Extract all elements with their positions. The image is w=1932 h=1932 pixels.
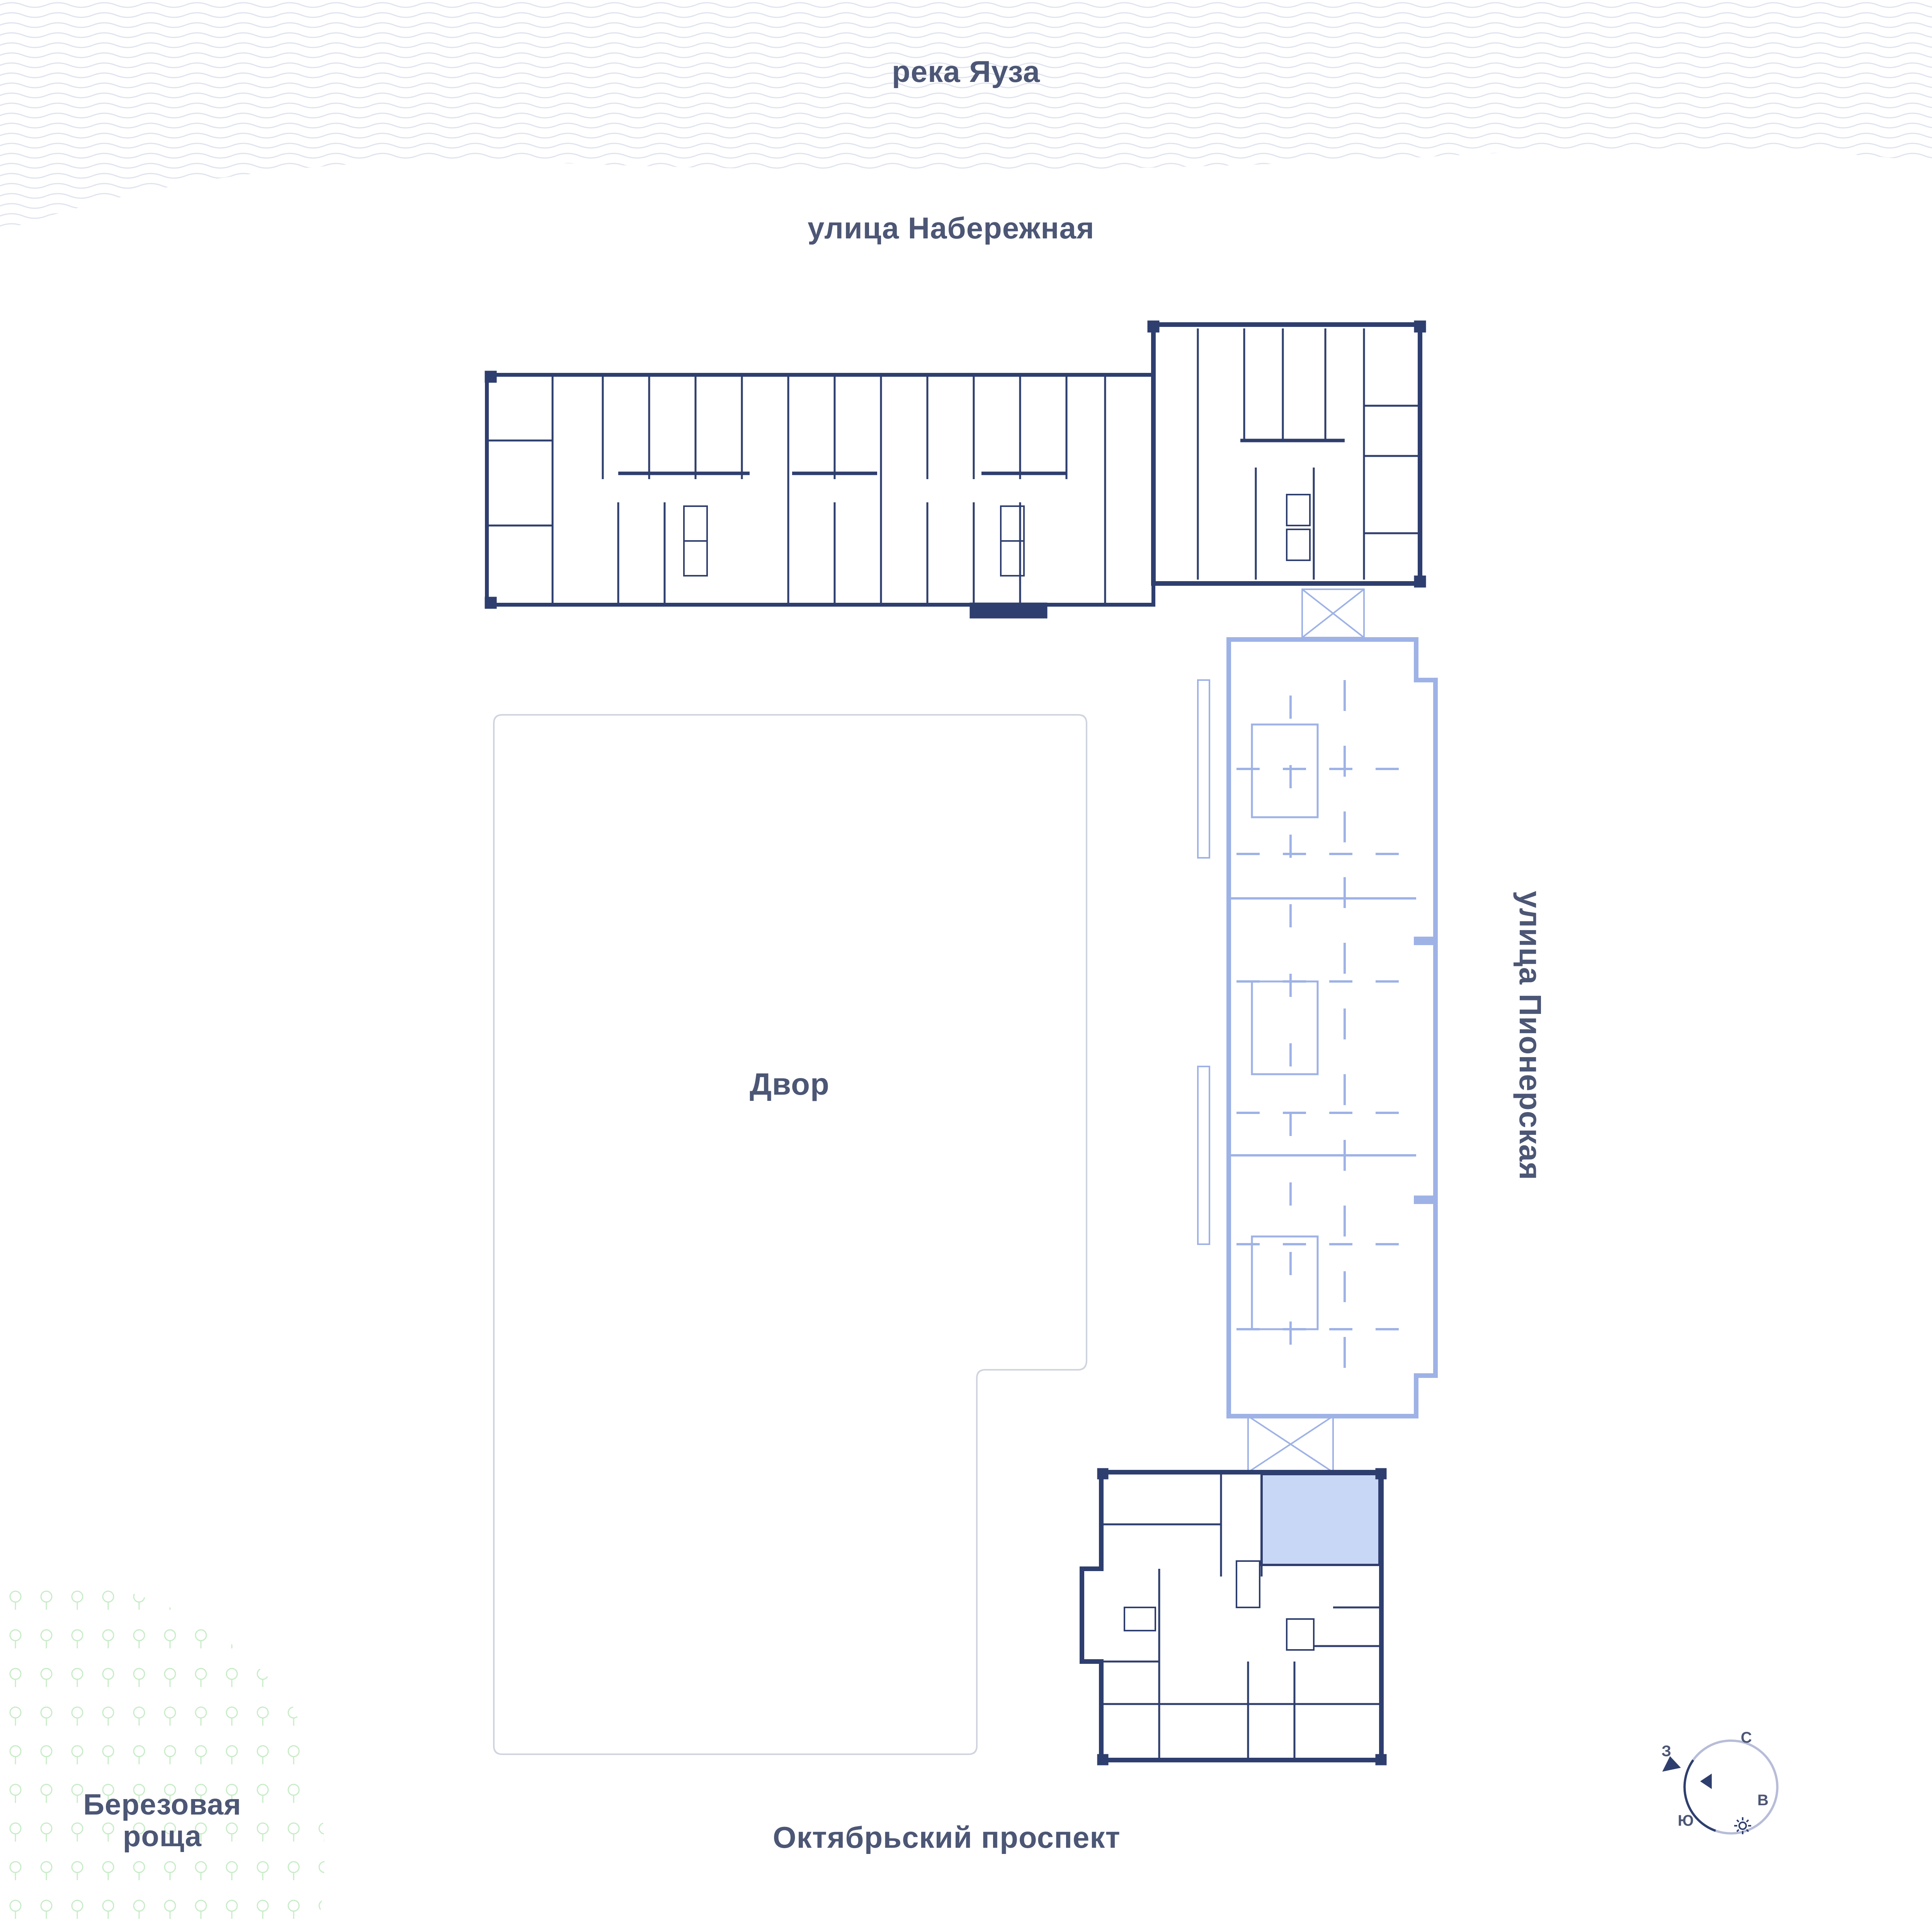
- south-building: [1080, 1468, 1387, 1765]
- connector-links: [1247, 588, 1365, 1473]
- courtyard-outline: [493, 714, 1087, 1755]
- avenue-south-label: Октябрьский проспект: [773, 1820, 1121, 1854]
- compass-east: В: [1757, 1792, 1769, 1809]
- east-building-selected[interactable]: [1197, 637, 1438, 1418]
- grove-label-line2: роща: [122, 1820, 202, 1853]
- sun-icon: [1734, 1817, 1751, 1834]
- selected-unit: [1260, 1473, 1381, 1566]
- north-building: [485, 320, 1426, 619]
- compass: С В Ю З: [1662, 1729, 1779, 1835]
- compass-south: Ю: [1678, 1812, 1694, 1829]
- street-east-label: улица Пионерская: [1513, 891, 1548, 1180]
- grove-label-line1: Березовая: [83, 1788, 242, 1821]
- birch-grove: [0, 1576, 325, 1932]
- grove-label: Березовая роща: [73, 1789, 251, 1852]
- compass-arrow-icon: [1700, 1774, 1712, 1789]
- compass-west: З: [1662, 1743, 1671, 1760]
- street-north-label: улица Набережная: [808, 211, 1095, 245]
- courtyard-label: Двор: [750, 1067, 830, 1101]
- river-water: [0, 0, 1932, 232]
- compass-north: С: [1741, 1729, 1752, 1746]
- river-label: река Яуза: [892, 54, 1040, 88]
